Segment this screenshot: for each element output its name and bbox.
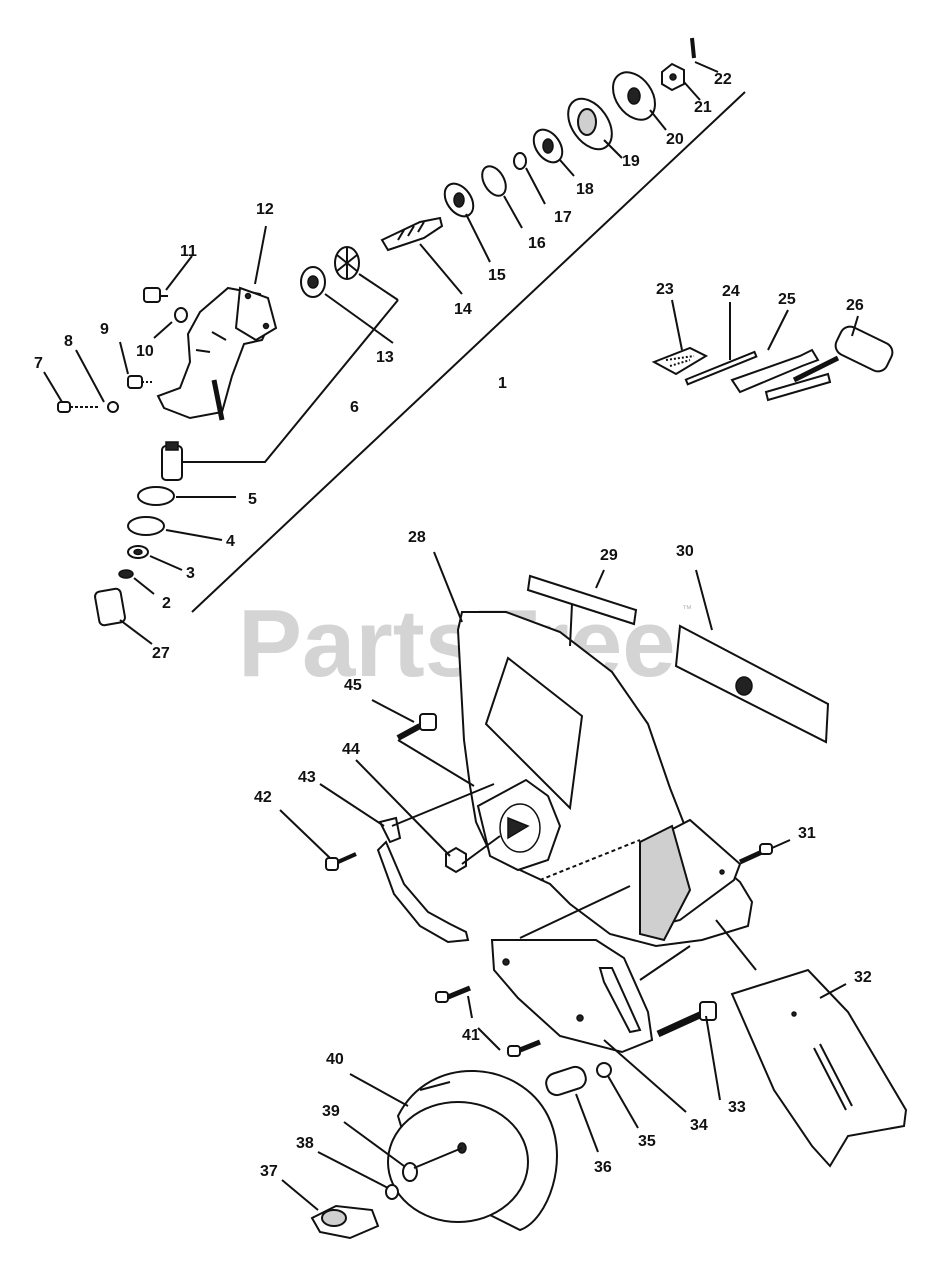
callout-11: 11 [180,243,197,260]
part-18-bearing [532,128,564,164]
part-31-bolt [738,843,773,865]
callout-35: 35 [638,1133,656,1150]
part-23-tool-bag [651,346,709,376]
callout-8: 8 [64,333,73,350]
part-42-bolt [325,852,357,871]
part-35-nut [596,1062,612,1078]
part-11-bolt [143,287,168,303]
callout-numbers: 1 2 3 4 5 6 7 8 9 10 11 12 13 14 15 16 1… [34,71,872,1180]
part-7-bolt [57,401,98,413]
callout-41: 41 [462,1027,480,1044]
callout-24: 24 [722,283,740,300]
part-15-bearing [443,182,475,218]
tool-leader-lines [671,299,859,360]
part-19-holder [567,97,613,151]
part-6-pinion [161,441,183,481]
callout-26: 26 [846,297,864,314]
callout-22: 22 [714,71,732,88]
part-20-washer [612,71,656,121]
part-16-ring [481,165,507,197]
part-30-blade [674,624,830,744]
part-2-clip [118,569,134,579]
callout-23: 23 [656,281,674,298]
part-39-washer [402,1162,418,1182]
part-40-pulley [387,1070,558,1232]
part-27-sleeve [94,587,126,627]
callout-6: 6 [350,399,359,416]
part-26-plug-wrench [792,325,894,383]
part-17-collar [513,152,527,170]
part-34-plate [490,939,654,1054]
callout-38: 38 [296,1135,314,1152]
part-41-bolt-upper [435,985,471,1003]
callout-2: 2 [162,595,171,612]
callout-33: 33 [728,1099,746,1116]
part-5-seal [137,486,175,506]
part-24-rod [684,350,758,386]
part-36-spacer [545,1065,587,1097]
part-14-shaft [380,216,444,252]
part-45-bolt [396,713,437,741]
part-29-label [526,574,638,626]
part-43-bracket [376,816,470,944]
callout-19: 19 [622,153,640,170]
part-38-washer [385,1184,399,1200]
callout-36: 36 [594,1159,612,1176]
callout-39: 39 [322,1103,340,1120]
callout-12: 12 [256,201,274,218]
part-3-nut [127,545,149,559]
part-32-cover [730,968,908,1168]
callout-21: 21 [694,99,712,116]
callout-9: 9 [100,321,109,338]
callout-18: 18 [576,181,594,198]
leader-assembly-6 [182,299,399,463]
part-33-bolt [656,1001,717,1038]
callout-43: 43 [298,769,316,786]
callout-20: 20 [666,131,684,148]
upper-leader-lines [43,61,719,645]
lower-leader-lines [279,551,847,1211]
callout-31: 31 [798,825,816,842]
part-41-bolt-lower [507,1039,541,1057]
callout-44: 44 [342,741,360,758]
callout-32: 32 [854,969,872,986]
callout-29: 29 [600,547,618,564]
callout-37: 37 [260,1163,278,1180]
callout-34: 34 [690,1117,708,1134]
part-8-washer [107,401,119,413]
part-9-bolt [127,375,152,389]
callout-4: 4 [226,533,235,550]
part-44-nut [445,846,467,874]
callout-25: 25 [778,291,796,308]
part-21-nut [661,62,685,92]
part-28-guard [456,611,754,948]
callout-3: 3 [186,565,195,582]
watermark-trademark: ™ [682,604,692,615]
callout-7: 7 [34,355,43,372]
callout-10: 10 [136,343,154,360]
callout-40: 40 [326,1051,344,1068]
callout-17: 17 [554,209,572,226]
leader-assembly-1 [191,91,746,613]
callout-14: 14 [454,301,472,318]
part-13-gear [334,246,360,280]
callout-45: 45 [344,677,362,694]
part-4-bearing [127,516,165,536]
callout-5: 5 [248,491,257,508]
callout-30: 30 [676,543,694,560]
callout-27: 27 [152,645,170,662]
callout-42: 42 [254,789,272,806]
part-22-pin [690,37,696,59]
part-13-bearing [300,266,326,298]
callout-16: 16 [528,235,546,252]
callout-28: 28 [408,529,426,546]
part-12-gear-case [156,286,278,421]
part-25-wrench [730,348,832,402]
callout-13: 13 [376,349,394,366]
part-10-washer [174,307,188,323]
callout-1: 1 [498,375,507,392]
callout-15: 15 [488,267,506,284]
part-37-nut [310,1204,380,1240]
